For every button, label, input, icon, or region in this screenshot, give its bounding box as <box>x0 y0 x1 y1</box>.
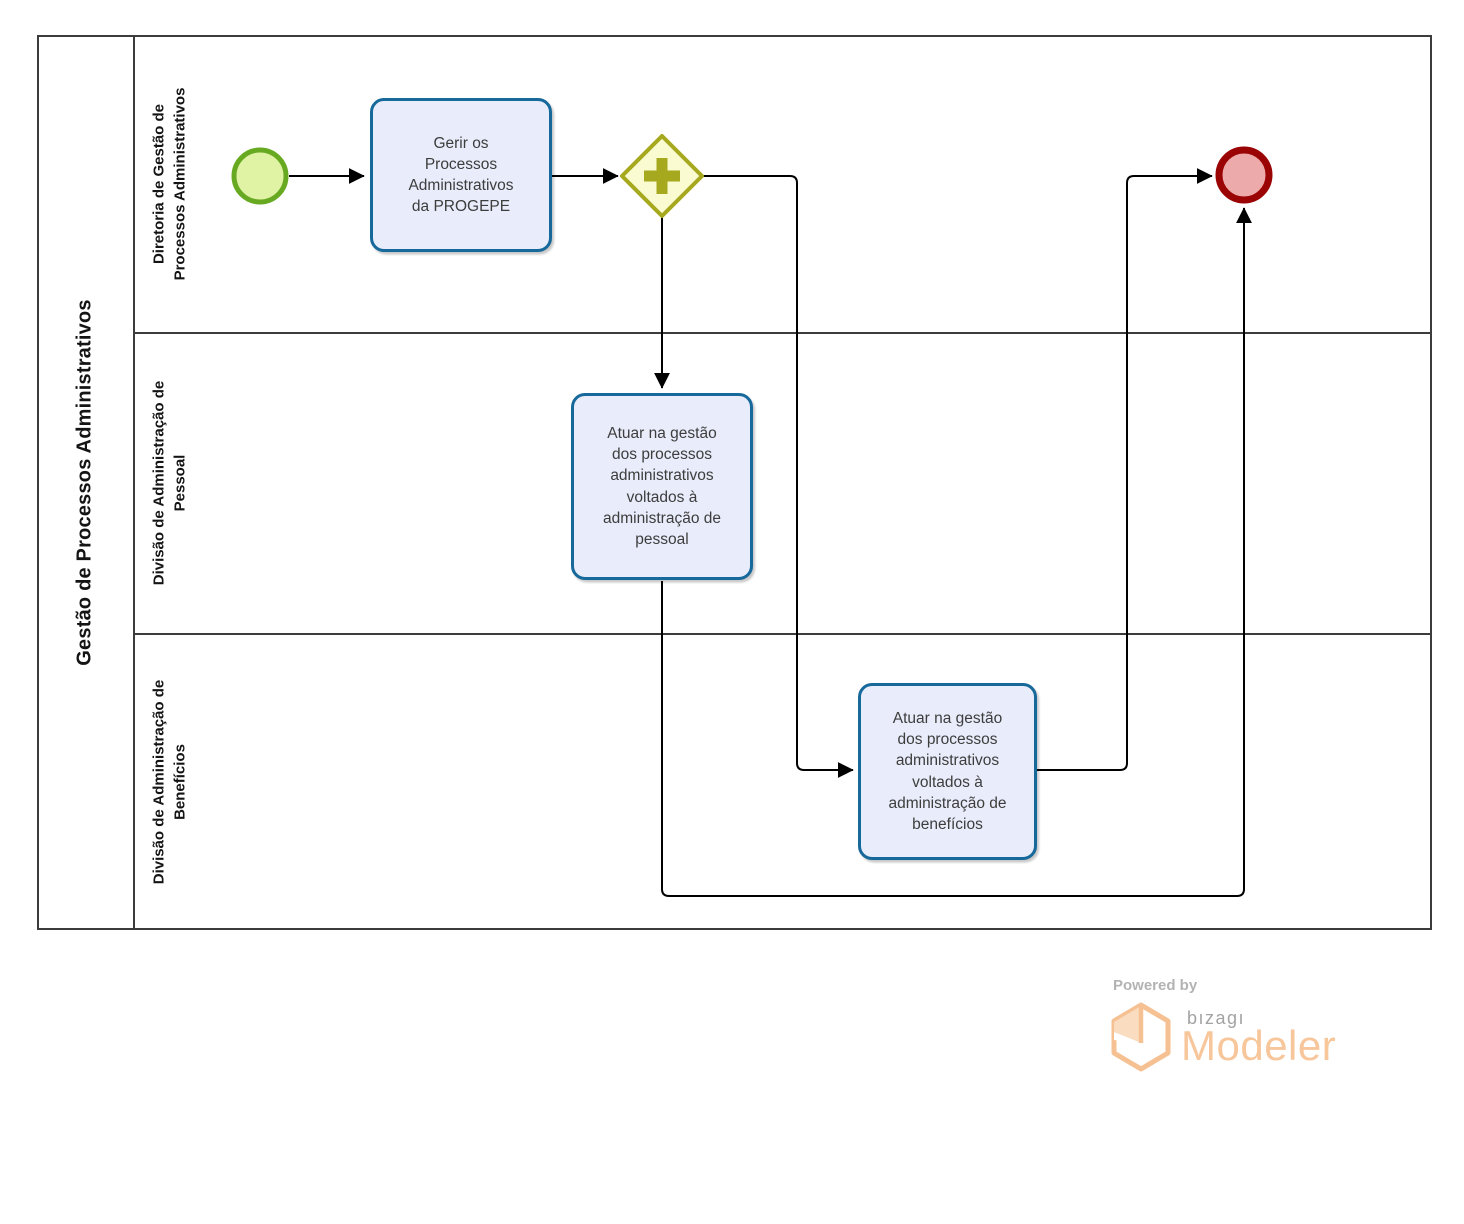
pool-border <box>37 35 1432 930</box>
task-pessoal-label: Atuar na gestão dos processos administra… <box>602 424 722 548</box>
bizagi-logo-icon <box>1111 1002 1171 1072</box>
flow-gateway-to-beneficios[interactable] <box>702 175 854 778</box>
lane-divider-2 <box>134 633 1432 635</box>
gateway-plus-icon <box>644 158 680 194</box>
powered-by-text: Powered by <box>1113 977 1198 994</box>
task-beneficios-label: Atuar na gestão dos processos administra… <box>888 709 1007 833</box>
start-event[interactable] <box>231 147 289 205</box>
task-gerir-processos[interactable]: Gerir os Processos Administrativos da PR… <box>370 98 552 252</box>
lane-divider-1 <box>134 332 1432 334</box>
flow-pessoal-to-end[interactable] <box>661 207 1252 897</box>
task-administracao-pessoal[interactable]: Atuar na gestão dos processos administra… <box>571 393 753 580</box>
end-event[interactable] <box>1215 146 1273 204</box>
task-administracao-beneficios[interactable]: Atuar na gestão dos processos administra… <box>858 683 1037 860</box>
task-gerir-label: Gerir os Processos Administrativos da PR… <box>408 134 514 216</box>
bizagi-wordmark: bızagı <box>1187 1008 1246 1028</box>
pool-title-divider <box>133 35 135 930</box>
flow-beneficios-to-end[interactable] <box>1037 168 1213 771</box>
modeler-wordmark: Modeler <box>1181 1022 1337 1069</box>
